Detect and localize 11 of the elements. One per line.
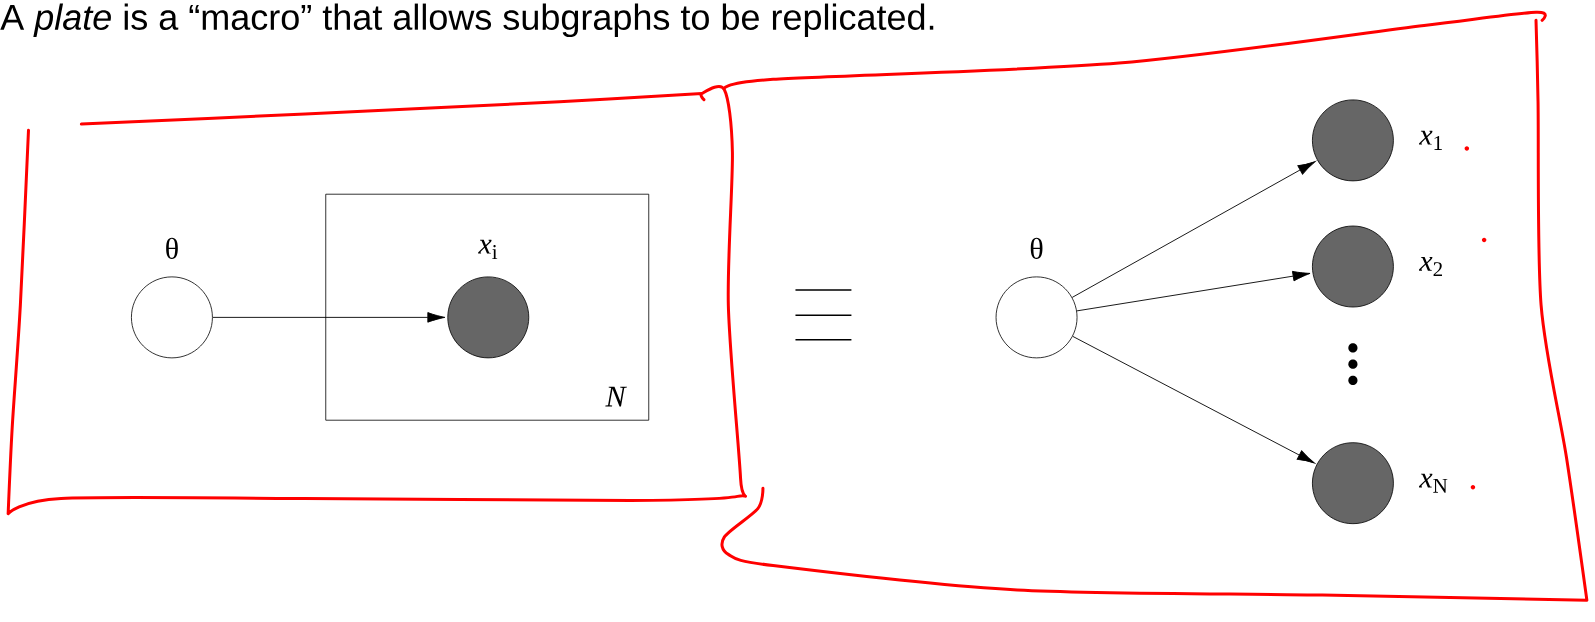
node-label: θ	[1030, 237, 1043, 260]
node-label: θ	[166, 237, 178, 260]
node-label: x$_{2}$	[1418, 257, 1443, 277]
node-label: x$_{N}$	[1418, 473, 1448, 493]
node-label: x$_{1}$	[1418, 131, 1442, 151]
arrow	[212, 312, 446, 323]
arrow	[1072, 336, 1315, 464]
arrow	[1076, 271, 1311, 312]
arrow	[1071, 161, 1316, 299]
node-label: x$_{i}$	[478, 240, 498, 260]
title: A plate is a “macro” that allows subgraphs to be replicated.	[0, 3, 934, 38]
